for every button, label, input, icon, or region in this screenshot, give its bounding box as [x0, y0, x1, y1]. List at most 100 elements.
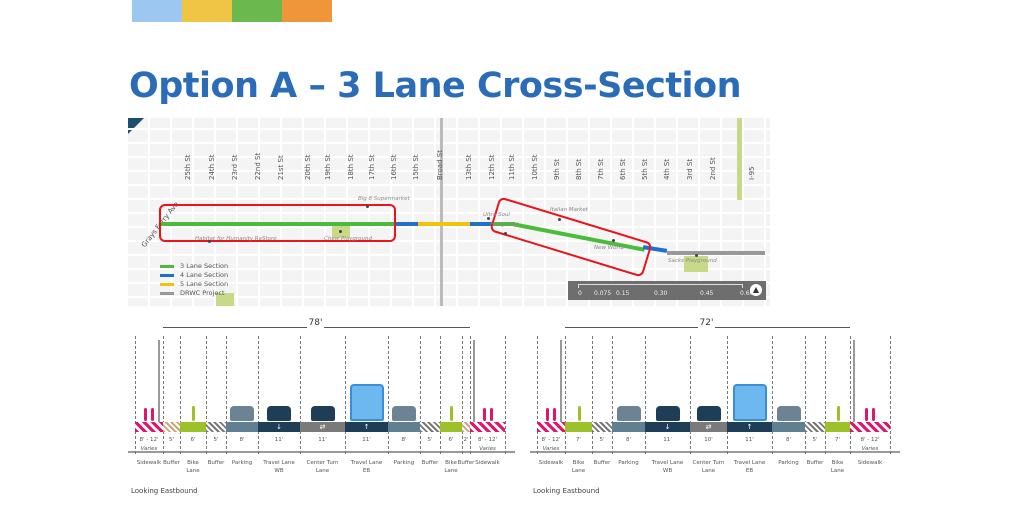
section-divider: [180, 336, 181, 454]
segment-buffer: [592, 422, 612, 432]
width-value: 8' - 12': [139, 437, 159, 443]
road: [128, 226, 770, 228]
route-3-lane: [492, 222, 515, 226]
segment-name: Bike Lane: [830, 460, 845, 474]
pedestrian-icon: [553, 408, 556, 421]
car-icon: [776, 406, 801, 421]
caption: Looking Eastbound: [533, 487, 600, 495]
section-divider: [690, 336, 691, 454]
street-label: 6th St: [619, 158, 627, 180]
width-value: 10': [704, 437, 713, 443]
route-3-lane: [160, 222, 395, 226]
width-varies: Varies: [542, 446, 560, 452]
poi-label: Chew Playground: [324, 236, 373, 242]
color-block: [282, 0, 332, 22]
width-value: 5': [812, 437, 818, 443]
segment-width: 8': [612, 436, 645, 445]
segment-name: Bike Lane: [186, 460, 200, 474]
street-label: 2nd St: [709, 157, 717, 180]
segment-width: 8' - 12' Varies: [537, 436, 565, 454]
lamp-post-icon: [158, 340, 160, 422]
street-label: 17th St: [368, 154, 376, 180]
segment-sidewalk: [135, 422, 163, 432]
segment-name: Bike Lane: [571, 460, 586, 474]
car-icon: [696, 406, 721, 421]
width-value: 11': [318, 437, 327, 443]
street-label: 16th St: [390, 154, 398, 180]
segment-width: 6': [440, 436, 462, 445]
scale-tick: 0.60: [740, 290, 754, 297]
street-label: 7th St: [597, 158, 605, 180]
segment-width: 8': [388, 436, 420, 445]
scale-tick: 0: [578, 290, 582, 297]
segment-name: Parking: [231, 460, 253, 466]
section-divider: [258, 336, 259, 454]
segment-center: ⇄: [690, 422, 727, 432]
segment-name: Buffer: [163, 460, 180, 466]
segment-name: Sidewalk: [538, 460, 564, 466]
poi-marker: [558, 218, 561, 221]
width-value: 8' - 12': [860, 437, 880, 443]
segment-name: Travel Lane EB: [733, 460, 766, 474]
pedestrian-icon: [144, 408, 147, 421]
section-divider: [537, 336, 538, 454]
route-5-lane: [418, 222, 470, 226]
legend-swatch: [160, 292, 174, 295]
street-label: 19th St: [324, 154, 332, 180]
segment-width: 5': [420, 436, 440, 445]
segment-name: Sidewalk: [857, 460, 883, 466]
street-label: 8th St: [575, 158, 583, 180]
north-arrow-icon: ▲: [750, 284, 762, 296]
segment-name: Buffer: [207, 460, 225, 466]
segment-width: 5': [592, 436, 612, 445]
route-4-lane: [395, 222, 418, 226]
segment-sidewalk: [470, 422, 505, 432]
legend-label: 4 Lane Section: [180, 271, 229, 279]
highlight-box-west: [159, 204, 396, 242]
section-divider: [135, 336, 136, 454]
poi-marker: [366, 205, 369, 208]
segment-name: Buffer: [421, 460, 439, 466]
segment-width: 8': [772, 436, 805, 445]
direction-arrow-icon: ⇄: [705, 423, 712, 431]
park-sacks: [684, 256, 708, 272]
section-divider: [345, 336, 346, 454]
section-divider: [612, 336, 613, 454]
lamp-post-icon: [853, 340, 855, 422]
section-divider: [505, 336, 506, 454]
cyclist-icon: [192, 406, 195, 421]
segment-buffer: [805, 422, 825, 432]
poi-marker: [208, 240, 211, 243]
legend-swatch: [160, 265, 174, 268]
lamp-post-icon: [473, 340, 475, 422]
poi-label: Italian Market: [550, 207, 588, 213]
width-value: 8' - 12': [541, 437, 561, 443]
segment-width: 5': [805, 436, 825, 445]
segment-bike: [825, 422, 850, 432]
poi-marker: [339, 230, 342, 233]
color-block: [232, 0, 282, 22]
street-label: 11th St: [508, 154, 516, 180]
width-value: 6': [448, 437, 454, 443]
pedestrian-icon: [865, 408, 868, 421]
segment-name: Parking: [393, 460, 415, 466]
street-label: 5th St: [641, 158, 649, 180]
street-label: 15th St: [412, 154, 420, 180]
section-divider: [300, 336, 301, 454]
scale-tick: 0.15: [616, 290, 630, 297]
segment-width: 8': [226, 436, 258, 445]
poi-marker: [612, 239, 615, 242]
road: [128, 156, 770, 158]
scale-ruler: [578, 284, 743, 288]
segment-bike: [440, 422, 462, 432]
section-divider: [565, 336, 566, 454]
street-label: 24th St: [208, 154, 216, 180]
street-label: 20th St: [304, 154, 312, 180]
segment-width: 7': [825, 436, 850, 445]
road: [128, 282, 770, 284]
segment-parking: [772, 422, 805, 432]
width-varies: Varies: [861, 446, 879, 452]
